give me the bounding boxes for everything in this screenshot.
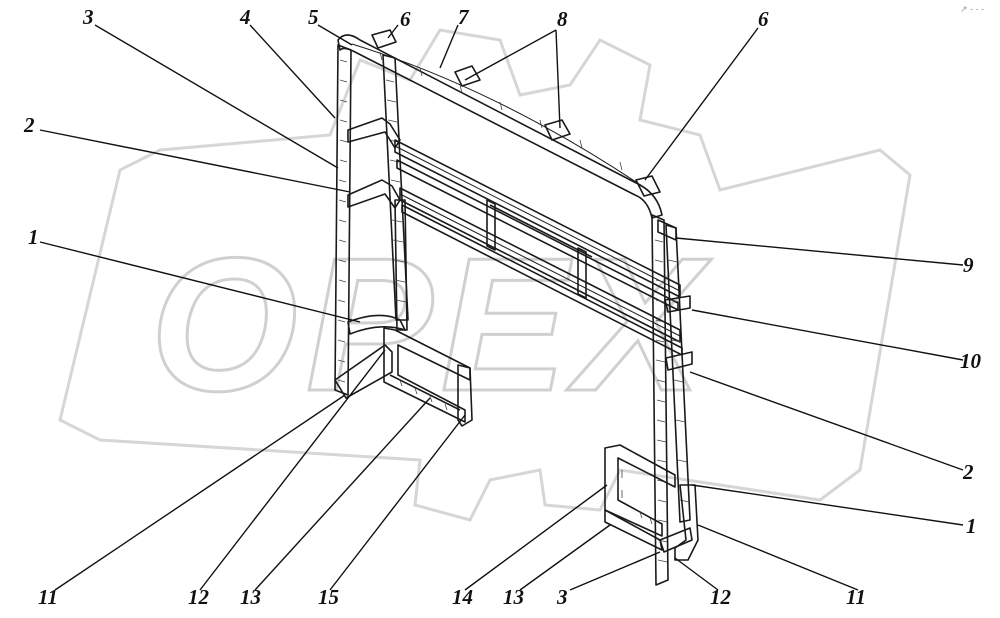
callout-labels: 3 4 5 6 7 8 6 2 1 9 10 2 1 11 12 13 15 1… (23, 5, 982, 609)
callout-2: 2 (23, 113, 35, 137)
top-block-8b (544, 119, 571, 141)
top-block-8a (454, 65, 481, 87)
left-crossmember-upper (347, 117, 401, 149)
callout-3: 3 (82, 5, 94, 29)
left-box-frame (383, 327, 471, 423)
callout-13-right: 13 (503, 585, 524, 609)
top-block-left (371, 29, 397, 49)
left-crossmember-lower (347, 179, 401, 209)
callout-1: 1 (28, 225, 39, 249)
callout-6-right: 6 (758, 7, 769, 31)
right-crossmember-2 (665, 351, 693, 371)
right-lower-foot (674, 484, 699, 561)
callout-13: 13 (240, 585, 261, 609)
callout-12: 12 (188, 585, 210, 609)
callout-8: 8 (557, 7, 568, 31)
right-front-pillar (651, 214, 669, 586)
callout-11: 11 (38, 585, 58, 609)
callout-1-right: 1 (966, 514, 977, 538)
callout-5: 5 (308, 5, 319, 29)
right-lower-box (604, 444, 676, 537)
right-lower-corner (659, 527, 693, 553)
watermark: OPEX (58, 28, 912, 522)
callout-9: 9 (963, 253, 974, 277)
frame-drawing (334, 29, 699, 586)
callout-11-right: 11 (846, 585, 866, 609)
left-box-upright (457, 364, 473, 427)
callout-10: 10 (960, 349, 982, 373)
right-crossmember-10 (664, 295, 691, 313)
callout-12-right: 12 (710, 585, 732, 609)
callout-14: 14 (452, 585, 473, 609)
mid-post-2 (577, 247, 587, 299)
corner-mark: ↗ - - - (960, 4, 984, 14)
callout-2-right: 2 (962, 460, 974, 484)
right-lower-cross (604, 509, 663, 551)
callout-4: 4 (239, 5, 251, 29)
callout-3-right: 3 (556, 585, 568, 609)
callout-15: 15 (318, 585, 339, 609)
right-crossmember-9 (657, 219, 677, 241)
top-block-right (635, 175, 661, 197)
left-lower-bracket (347, 314, 406, 335)
gear-icon (58, 28, 912, 522)
callout-7: 7 (458, 5, 470, 29)
mid-post-1 (486, 199, 496, 251)
leader-lines (39, 24, 964, 591)
watermark-text: OPEX (150, 219, 712, 431)
callout-6: 6 (400, 7, 411, 31)
